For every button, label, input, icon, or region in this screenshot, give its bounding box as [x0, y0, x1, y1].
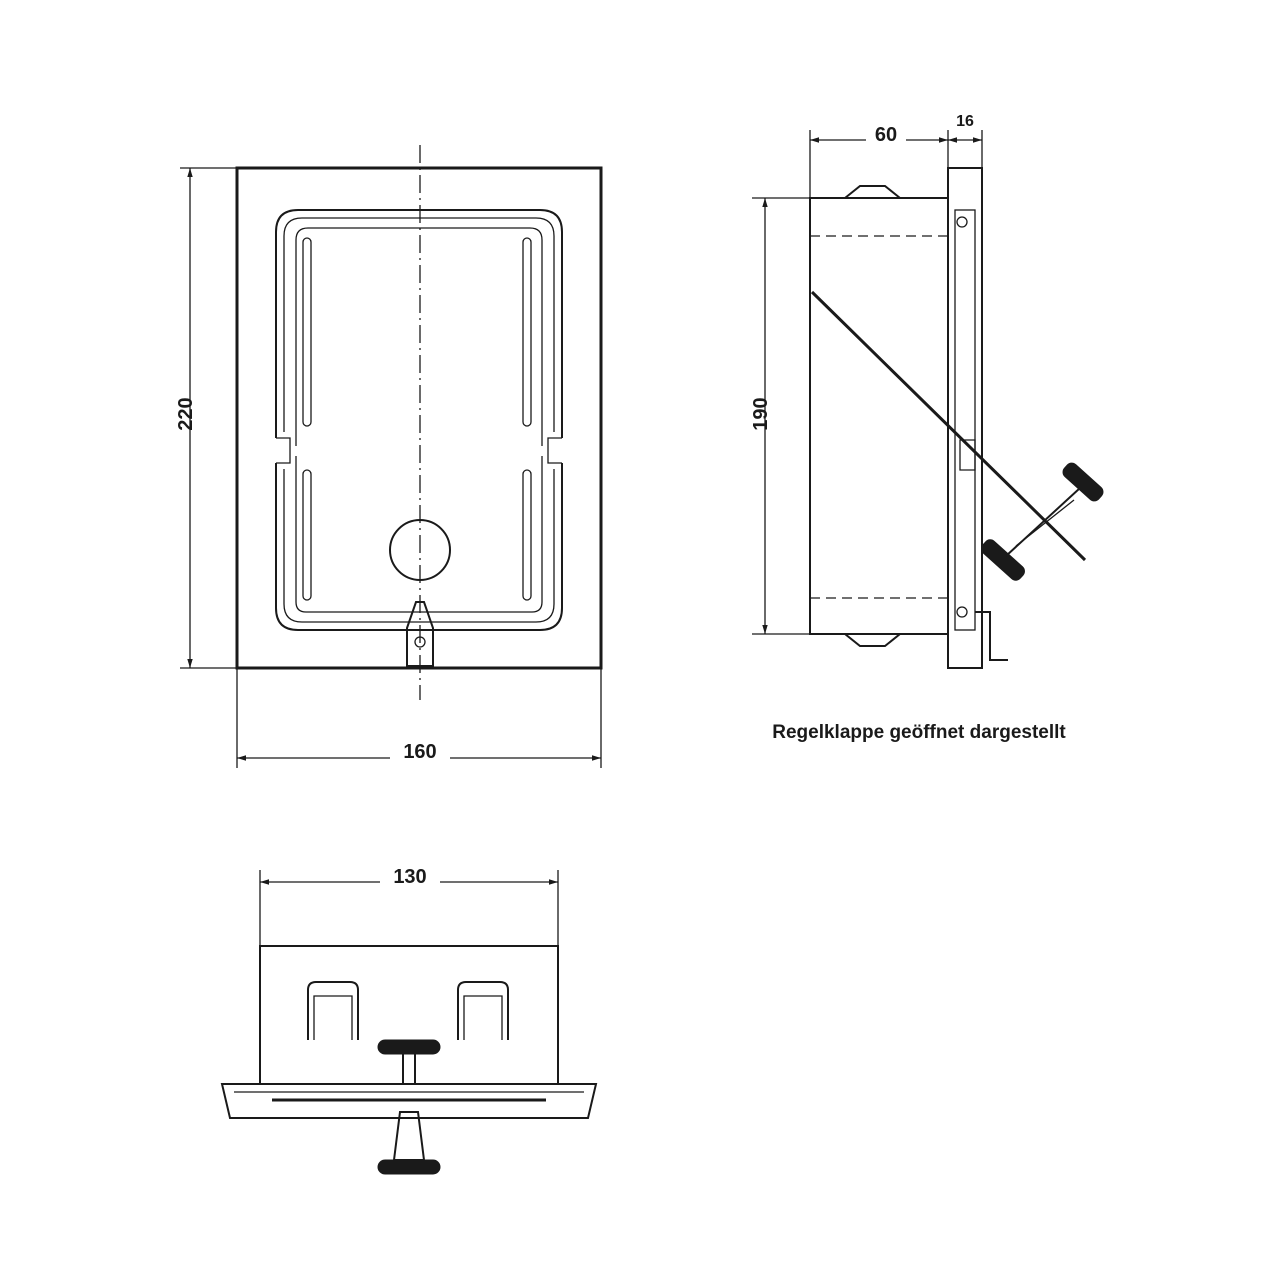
top-flange	[220, 1083, 598, 1119]
side-front-plate-inner	[954, 209, 976, 631]
front-inner-frame-upper	[275, 209, 563, 438]
dim-220-label: 220	[175, 397, 197, 430]
front-slot-left-lower	[302, 469, 312, 601]
side-lever	[975, 611, 1008, 661]
dim-160-label: 160	[403, 741, 436, 763]
side-view-caption: Regelklappe geöffnet dargestellt	[772, 722, 1066, 743]
side-screw-bottom	[956, 606, 968, 618]
front-latch-left	[276, 437, 291, 464]
dim-16-label: 16	[956, 113, 974, 130]
front-inner-frame-upper-inner	[283, 217, 555, 432]
front-opening-lower	[295, 456, 543, 613]
top-knob-lower	[392, 1111, 426, 1161]
front-slot-right-upper	[522, 237, 532, 427]
side-clip-top	[844, 185, 901, 199]
front-inner-frame-lower-inner	[283, 469, 555, 623]
top-body	[259, 945, 559, 1085]
front-plate-outline	[235, 166, 603, 670]
dim-190-label: 190	[750, 397, 772, 430]
front-slot-left-upper	[302, 237, 312, 427]
front-tab	[406, 601, 434, 667]
side-knob-handle-top	[1062, 462, 1104, 502]
side-screw-top	[956, 216, 968, 228]
top-clip-left-inner	[313, 995, 353, 1040]
front-slot-right-lower	[522, 469, 532, 601]
top-clip-right-inner	[463, 995, 503, 1040]
side-hinge	[959, 439, 976, 471]
side-body	[809, 197, 949, 635]
front-opening-outline	[295, 227, 543, 446]
top-knob-base	[377, 1159, 441, 1175]
side-clip-bottom	[844, 633, 901, 647]
top-clip-right	[457, 981, 509, 1040]
front-view: 220 160	[175, 145, 603, 768]
side-damper-flap	[810, 290, 1087, 562]
top-clip-left	[307, 981, 359, 1040]
side-front-plate	[947, 167, 983, 669]
front-latch-right	[547, 437, 562, 464]
top-view: 130	[220, 866, 598, 1175]
dim-130-label: 130	[393, 866, 426, 888]
side-knob-stem-2	[1015, 499, 1075, 547]
top-knob-head	[377, 1039, 441, 1055]
side-view: 190 60 16 Regelklappe geöffnet dargestel…	[750, 113, 1104, 743]
front-inner-frame-lower	[275, 463, 563, 631]
dim-60-label: 60	[875, 124, 897, 146]
